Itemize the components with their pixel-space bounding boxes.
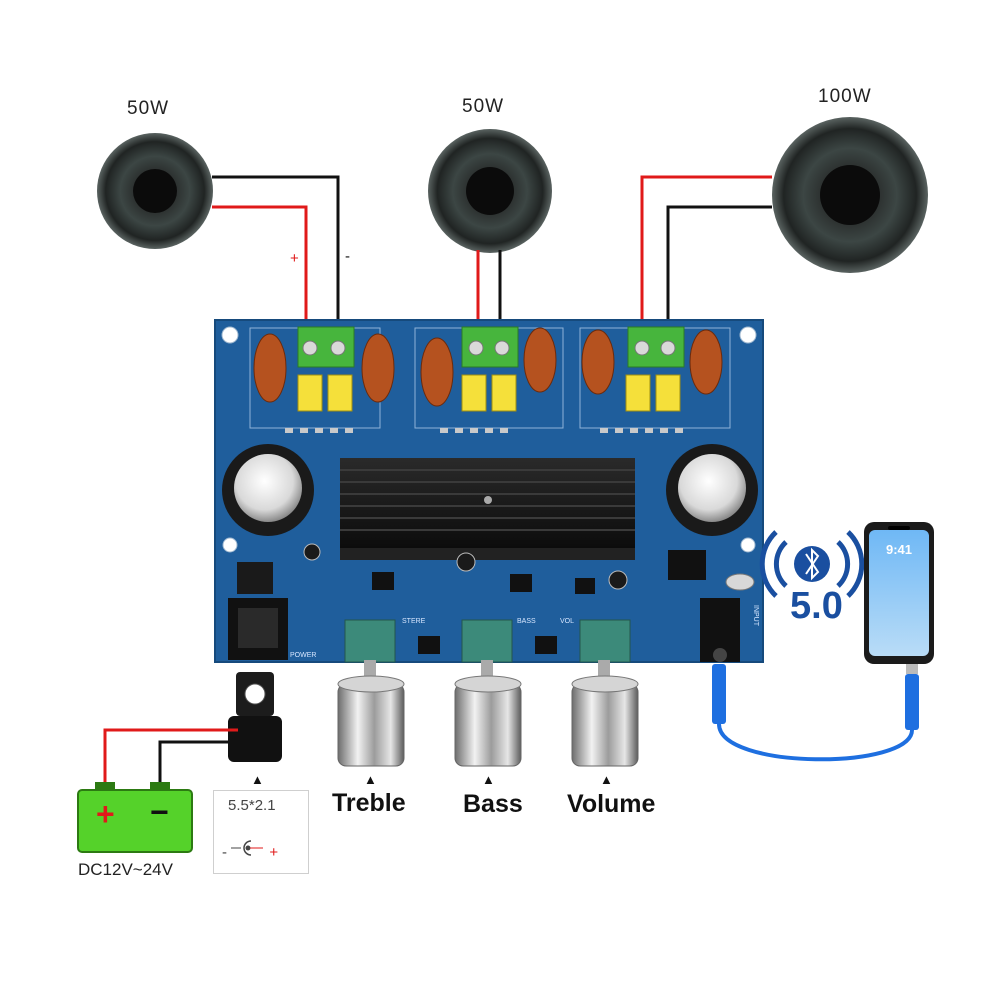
power-wire-black: [158, 740, 238, 790]
film-capacitors: [297, 374, 681, 412]
speaker-right: [772, 117, 928, 273]
battery-icon: [77, 782, 193, 853]
polarity-minus: -: [345, 248, 350, 265]
polarity-plus: +: [290, 250, 299, 267]
board-input-label: INPUT: [752, 605, 759, 626]
battery-voltage: DC12V~24V: [78, 860, 173, 879]
small-components: [237, 543, 755, 654]
volume-label: Volume: [567, 790, 656, 818]
amplifier-board: [214, 319, 764, 663]
dc-jack-minus: -: [222, 844, 227, 861]
treble-knob[interactable]: [337, 660, 405, 767]
bluetooth-icon: [759, 530, 865, 598]
phone-time: 9:41: [886, 542, 913, 557]
smd-components: [285, 428, 683, 433]
volume-knob[interactable]: [571, 660, 639, 767]
wire-right-red: [640, 175, 772, 345]
dc-jack-symbol-icon: [231, 840, 264, 856]
board-stereo-label: STERE: [402, 618, 426, 625]
electrolytic-capacitor-right: [666, 444, 758, 536]
board-dc-jack: [228, 598, 288, 660]
dc-plug: [228, 672, 282, 762]
speaker-left-watt: 50W: [127, 98, 170, 119]
wire-right-black: [666, 205, 772, 345]
bluetooth-version: 5.0: [790, 585, 843, 627]
wire-left-red: [212, 205, 308, 345]
board-power-label: POWER: [290, 652, 317, 659]
speaker-center-watt: 50W: [462, 96, 505, 117]
bass-arrow: ▲: [482, 772, 495, 787]
treble-arrow: ▲: [364, 772, 377, 787]
aux-cable: [712, 664, 919, 762]
dc-jack-symbol: [231, 839, 265, 861]
potentiometers: [344, 619, 631, 663]
dc-jack-plus: +: [269, 844, 279, 861]
power-wire-red: [103, 728, 238, 790]
volume-arrow: ▲: [600, 772, 613, 787]
speaker-left: [97, 133, 213, 249]
speaker-right-watt: 100W: [818, 86, 872, 107]
bass-knob[interactable]: [454, 660, 522, 767]
board-vol-label: VOL: [560, 618, 575, 625]
battery-plus: +: [96, 796, 115, 832]
speaker-center: [428, 129, 552, 253]
smartphone: [864, 522, 934, 674]
board-bass-label: BASS: [517, 618, 536, 625]
dc-jack-polarity: - +: [222, 839, 278, 861]
dc-jack-size: 5.5*2.1: [228, 797, 276, 814]
bass-label: Bass: [463, 790, 523, 818]
dc-jack-spec-box: 5.5*2.1 - +: [213, 790, 309, 874]
speaker-wires: [212, 175, 772, 345]
dc-jack-arrow: ▲: [251, 772, 264, 787]
treble-label: Treble: [332, 789, 406, 817]
power-wires: [103, 728, 238, 790]
battery-minus: −: [150, 794, 169, 830]
electrolytic-capacitor-left: [222, 444, 314, 536]
wire-left-black: [212, 175, 340, 345]
heatsink: [340, 458, 635, 560]
inductors: [253, 327, 723, 407]
board-audio-jack: [700, 598, 740, 662]
speaker-terminals: [297, 326, 685, 368]
